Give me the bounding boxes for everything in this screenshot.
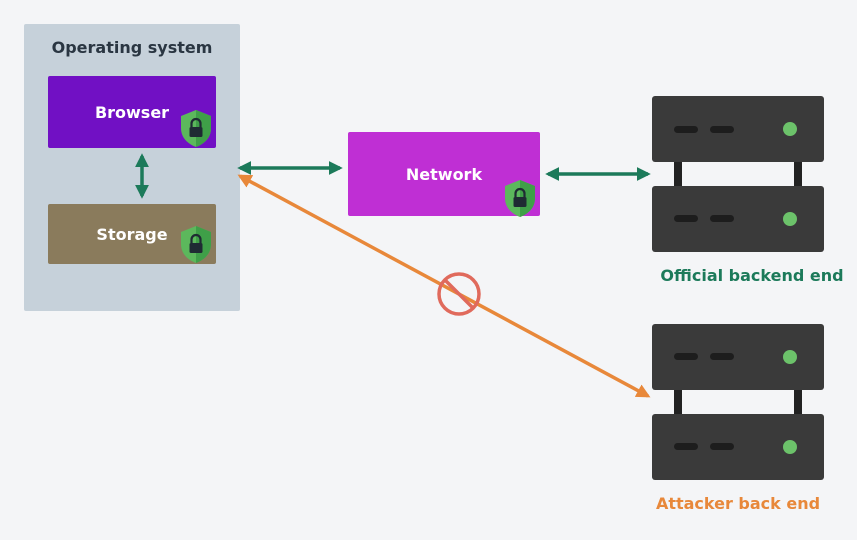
attacker-backend-caption: Attacker back end	[655, 494, 821, 513]
blocked-icon	[437, 272, 481, 316]
official-backend-caption: Official backend end	[660, 266, 844, 285]
official-server-icon	[652, 96, 824, 252]
storage-shield-lock-icon	[181, 226, 211, 263]
os-panel-title: Operating system	[51, 38, 213, 57]
browser-label: Browser	[94, 102, 170, 122]
storage-label: Storage	[96, 224, 168, 244]
os-attacker-arrow	[237, 174, 651, 398]
browser-shield-lock-icon	[181, 110, 211, 147]
attacker-server-icon	[652, 324, 824, 480]
browser-box: Browser	[48, 76, 216, 148]
